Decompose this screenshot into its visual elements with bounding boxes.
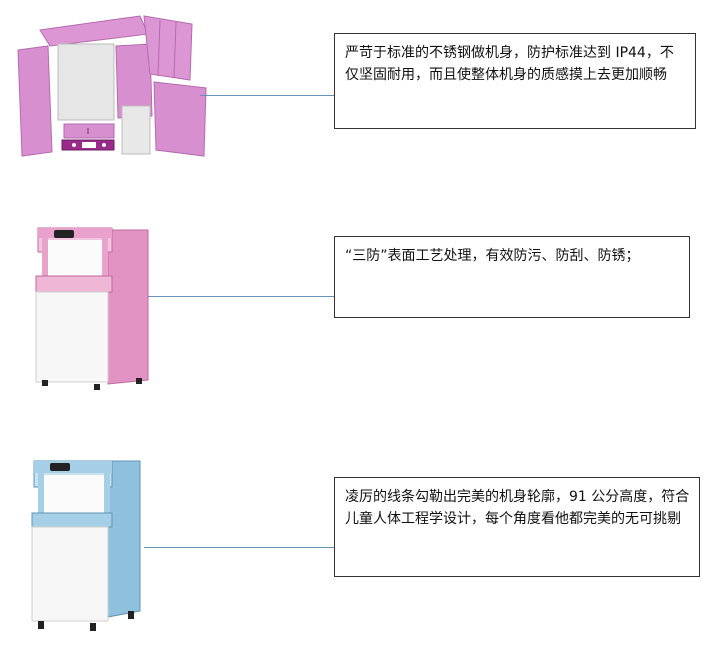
feature-callout-1: 严苛于标准的不锈钢做机身，防护标准达到 IP44，不仅坚固耐用，而且使整体机身的… xyxy=(334,33,696,129)
feature-text-3: 凌厉的线条勾勒出完美的机身轮廓，91 公分高度，符合儿童人体工程学设计，每个角度… xyxy=(345,489,690,527)
feature-text-1: 严苛于标准的不锈钢做机身，防护标准达到 IP44，不仅坚固耐用，而且使整体机身的… xyxy=(345,45,674,83)
feature-callout-2: “三防”表面工艺处理，有效防污、防刮、防锈； xyxy=(334,236,690,318)
pink-dispenser-image xyxy=(28,222,158,394)
blue-dispenser-image xyxy=(28,455,158,637)
feature-text-2: “三防”表面工艺处理，有效防污、防刮、防锈； xyxy=(345,248,640,264)
callout-line-1 xyxy=(200,95,334,96)
feature-callout-3: 凌厉的线条勾勒出完美的机身轮廓，91 公分高度，符合儿童人体工程学设计，每个角度… xyxy=(334,477,700,577)
callout-line-3 xyxy=(144,547,334,548)
disassembled-panels-image xyxy=(10,10,215,160)
callout-line-2 xyxy=(148,296,334,297)
